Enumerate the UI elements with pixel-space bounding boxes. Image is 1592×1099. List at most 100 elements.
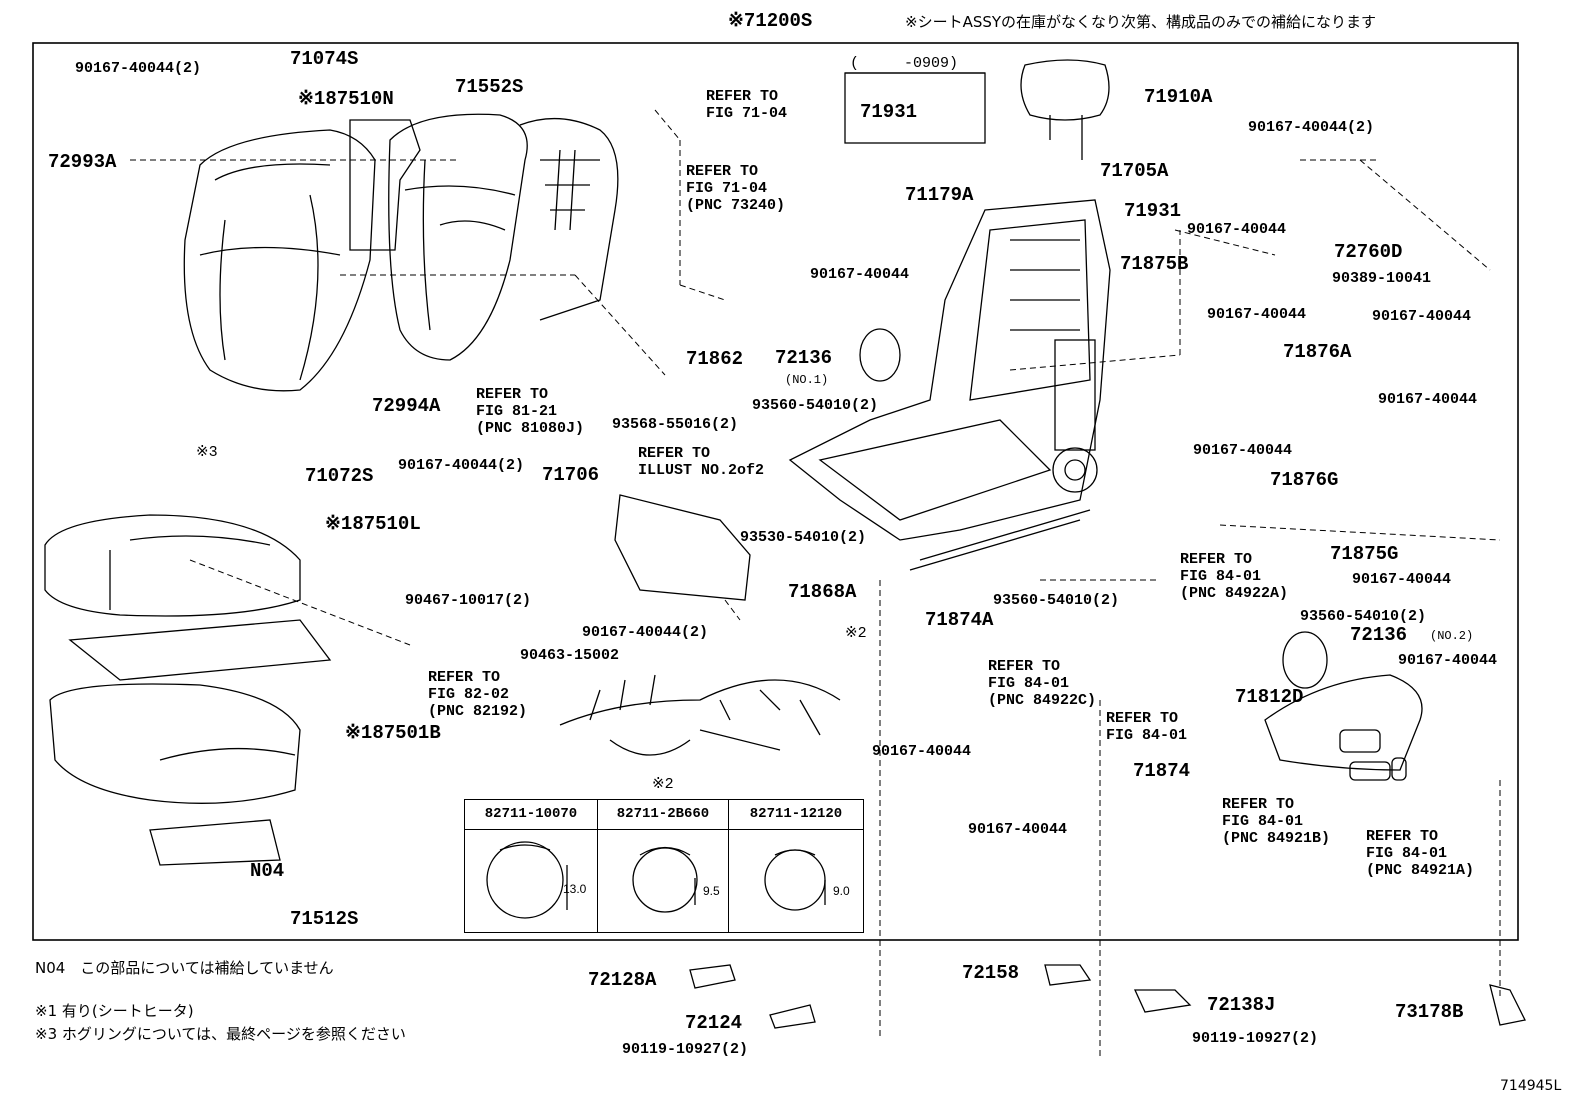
part-label[interactable]: 72994A	[372, 395, 441, 417]
part-label[interactable]: 90167-40044(2)	[398, 457, 525, 474]
part-label[interactable]: 90463-15002	[520, 647, 620, 664]
part-label[interactable]: 72138J	[1207, 994, 1276, 1016]
part-72158	[1044, 964, 1092, 986]
part-label[interactable]: 90167-40044	[1207, 306, 1307, 323]
part-label[interactable]: 71931	[1124, 200, 1182, 222]
part-label[interactable]: 93568-55016(2)	[612, 416, 739, 433]
part-label[interactable]: ※187510N	[298, 88, 394, 110]
refer-label: REFER TO	[1222, 796, 1295, 813]
refer-label: REFER TO	[686, 163, 759, 180]
part-label[interactable]: 90167-40044	[1378, 391, 1478, 408]
part-label[interactable]: 90467-10017(2)	[405, 592, 532, 609]
clip-dim: 13.0	[563, 882, 587, 896]
seat-frame	[788, 199, 1111, 571]
clip-illustrations	[486, 841, 826, 919]
refer-label: FIG 71-04	[686, 180, 768, 197]
heater-cushion	[68, 619, 332, 681]
part-label[interactable]: 90119-10927(2)	[622, 1041, 749, 1058]
part-label[interactable]: 71705A	[1100, 160, 1169, 182]
cushion-pad	[49, 683, 301, 804]
refer-label: (PNC 73240)	[686, 197, 786, 214]
heater-back	[349, 119, 421, 251]
part-label[interactable]: 90389-10041	[1332, 270, 1432, 287]
part-label[interactable]: 71179A	[905, 184, 974, 206]
refer-label: FIG 84-01	[1180, 568, 1262, 585]
refer-label: REFER TO	[988, 658, 1061, 675]
part-label[interactable]: 90167-40044	[1352, 571, 1452, 588]
part-label[interactable]: 71706	[542, 464, 600, 486]
part-label[interactable]: 72993A	[48, 151, 117, 173]
part-label[interactable]: 93560-54010(2)	[752, 397, 879, 414]
footnote-n04: N04 この部品については補給していません	[35, 959, 334, 977]
refer-label: FIG 84-01	[988, 675, 1070, 692]
part-label[interactable]: 71512S	[290, 908, 359, 930]
part-label[interactable]: ※187501B	[345, 722, 441, 744]
part-label[interactable]: 71876G	[1270, 469, 1339, 491]
part-label[interactable]: 72136	[1350, 624, 1408, 646]
cover-72136-no2	[1282, 631, 1328, 689]
part-label[interactable]: 93560-54010(2)	[1300, 608, 1427, 625]
part-label[interactable]: 71812D	[1235, 686, 1304, 708]
part-label[interactable]: 71874	[1133, 760, 1191, 782]
part-label[interactable]: N04	[250, 860, 285, 882]
part-label[interactable]: 90167-40044	[872, 743, 972, 760]
footnote-3: ※3 ホグリングについては、最終ページを参照ください	[35, 1025, 406, 1043]
seatback-cover	[183, 129, 376, 392]
part-label[interactable]: 71910A	[1144, 86, 1213, 108]
refer-label: FIG 84-01	[1222, 813, 1304, 830]
part-label[interactable]: 90119-10927(2)	[1192, 1030, 1319, 1047]
refer-label: REFER TO	[428, 669, 501, 686]
part-label[interactable]: 73178B	[1395, 1001, 1464, 1023]
header-note: ※シートASSYの在庫がなくなり次第、構成品のみでの補給になります	[905, 13, 1377, 31]
wire-harness	[559, 674, 841, 756]
part-label[interactable]: 72158	[962, 962, 1020, 984]
part-label[interactable]: 71552S	[455, 76, 524, 98]
part-label[interactable]: 72136	[775, 347, 833, 369]
part-label[interactable]: 71874A	[925, 609, 994, 631]
part-label[interactable]: 72124	[685, 1012, 743, 1034]
assy-number: ※71200S	[728, 10, 813, 32]
part-72128a	[689, 964, 736, 989]
cushion-cover	[44, 514, 301, 617]
refer-label: REFER TO	[476, 386, 549, 403]
part-label[interactable]: 90167-40044	[968, 821, 1068, 838]
note-mark: ※2	[652, 776, 674, 793]
drawing-id: 714945L	[1500, 1078, 1562, 1094]
part-label[interactable]: 71876A	[1283, 341, 1352, 363]
refer-label: REFER TO	[638, 445, 711, 462]
part-label[interactable]: 90167-40044	[1398, 652, 1498, 669]
part-label[interactable]: 71072S	[305, 465, 374, 487]
part-label[interactable]: 90167-40044(2)	[1248, 119, 1375, 136]
part-label[interactable]: 90167-40044	[1372, 308, 1472, 325]
note-mark: ※2	[845, 625, 867, 642]
side-panel	[614, 494, 751, 601]
part-label[interactable]: ※187510L	[325, 513, 421, 535]
part-73178b	[1489, 984, 1526, 1026]
clip-table: 82711-10070 82711-2B660 82711-12120	[464, 799, 864, 933]
refer-label: (PNC 84922C)	[988, 692, 1097, 709]
assembly-frame	[32, 42, 1519, 941]
part-label[interactable]: 72760D	[1334, 241, 1403, 263]
part-label[interactable]: 71862	[686, 348, 744, 370]
part-label[interactable]: 71875B	[1120, 253, 1189, 275]
part-label[interactable]: 90167-40044	[1193, 442, 1293, 459]
part-72124	[769, 1004, 816, 1029]
refer-label: REFER TO	[706, 88, 779, 105]
part-label[interactable]: 90167-40044	[1187, 221, 1287, 238]
part-label[interactable]: 71074S	[290, 48, 359, 70]
part-label[interactable]: 72128A	[588, 969, 657, 991]
part-label[interactable]: 90167-40044(2)	[582, 624, 709, 641]
clip-dim: 9.5	[703, 884, 720, 898]
part-label[interactable]: 93560-54010(2)	[993, 592, 1120, 609]
cover-72136-no1	[859, 328, 901, 382]
refer-label: (PNC 84921B)	[1222, 830, 1331, 847]
part-label[interactable]: 90167-40044	[810, 266, 910, 283]
refer-label: (PNC 84921A)	[1366, 862, 1475, 879]
part-label[interactable]: 71868A	[788, 581, 857, 603]
headrest	[1020, 59, 1110, 160]
part-label[interactable]: 90167-40044(2)	[75, 60, 202, 77]
part-label[interactable]: 93530-54010(2)	[740, 529, 867, 546]
part-label[interactable]: 71875G	[1330, 543, 1399, 565]
subset-range: ( -0909)	[850, 55, 959, 72]
